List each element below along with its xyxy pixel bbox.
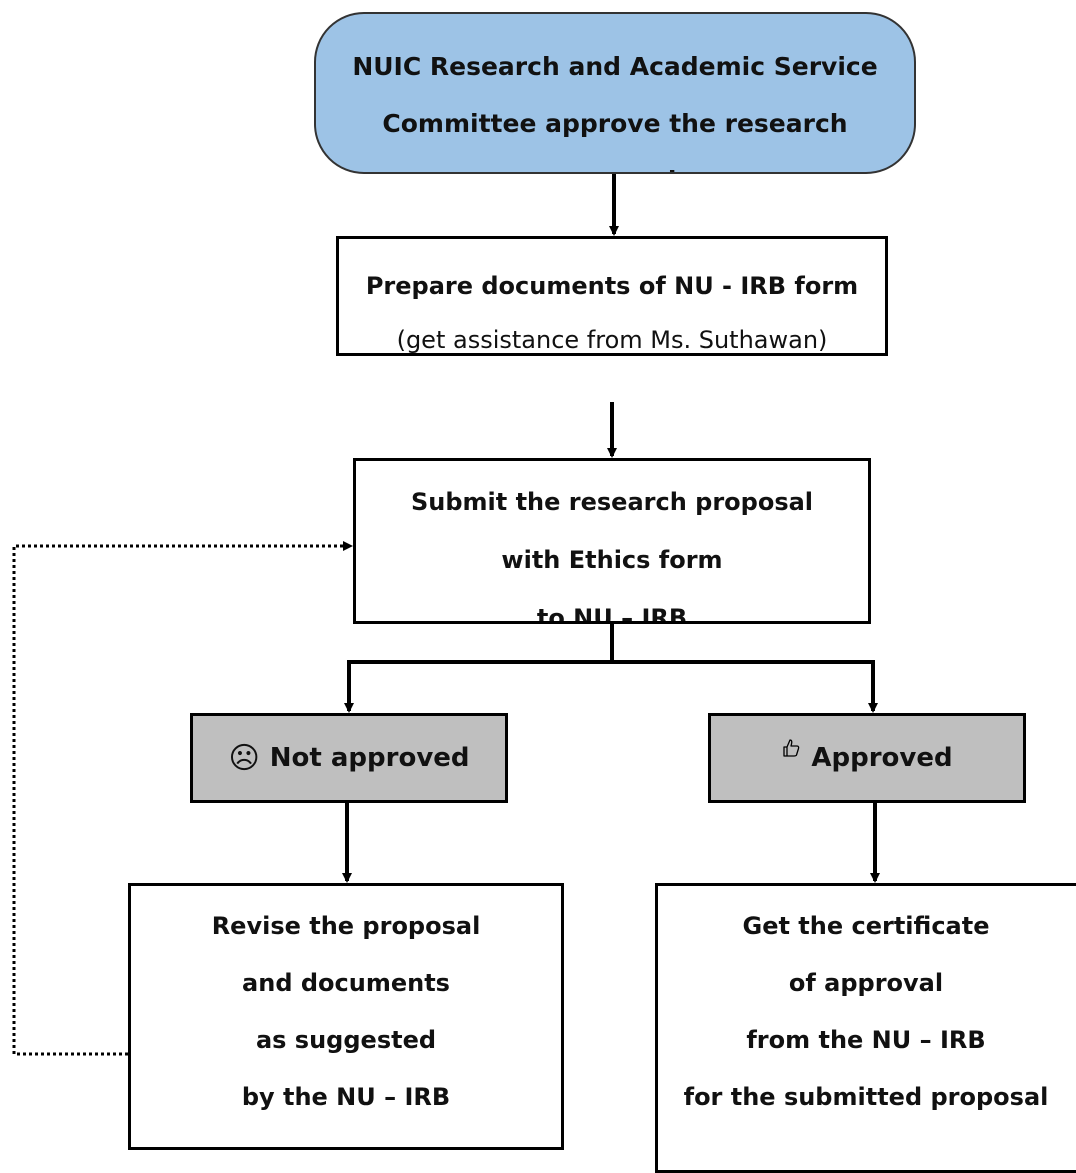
submit-line-2: with Ethics form [501, 546, 723, 574]
certificate-line-1: Get the certificate [742, 912, 990, 940]
revise-line-3: as suggested [255, 1026, 437, 1054]
prepare-documents-box: Prepare documents of NU - IRB form (get … [336, 236, 888, 356]
thumbs-up-icon [781, 738, 801, 763]
not-approved-box: ☹ Not approved [190, 713, 508, 803]
start-line-3: proposal [316, 152, 914, 172]
revise-line-4: by the NU – IRB [241, 1083, 451, 1111]
certificate-box: Get the certificate of approval from the… [655, 883, 1076, 1173]
prepare-title: Prepare documents of NU - IRB form [365, 272, 859, 300]
sad-face-icon: ☹ [228, 740, 260, 776]
revise-line-1: Revise the proposal [211, 912, 481, 940]
revise-proposal-box: Revise the proposal and documents as sug… [128, 883, 564, 1150]
approved-box: Approved [708, 713, 1026, 803]
not-approved-label: Not approved [269, 743, 470, 773]
start-line-2: Committee approve the research [382, 109, 848, 138]
committee-approval-box: NUIC Research and Academic Service Commi… [314, 12, 916, 174]
dotted-loop-back-arrow [12, 541, 353, 1056]
revise-line-2: and documents [242, 969, 450, 997]
submit-line-3: to NU – IRB [536, 604, 688, 624]
certificate-line-3: from the NU – IRB [746, 1026, 986, 1054]
approved-label: Approved [811, 743, 953, 773]
prepare-note: (get assistance from Ms. Suthawan) [396, 326, 828, 354]
submit-proposal-box: Submit the research proposal with Ethics… [353, 458, 871, 624]
certificate-line-4: for the submitted proposal [683, 1083, 1049, 1111]
certificate-line-2: of approval [788, 969, 944, 997]
start-line-1: NUIC Research and Academic Service [352, 52, 878, 81]
submit-line-1: Submit the research proposal [410, 488, 814, 516]
